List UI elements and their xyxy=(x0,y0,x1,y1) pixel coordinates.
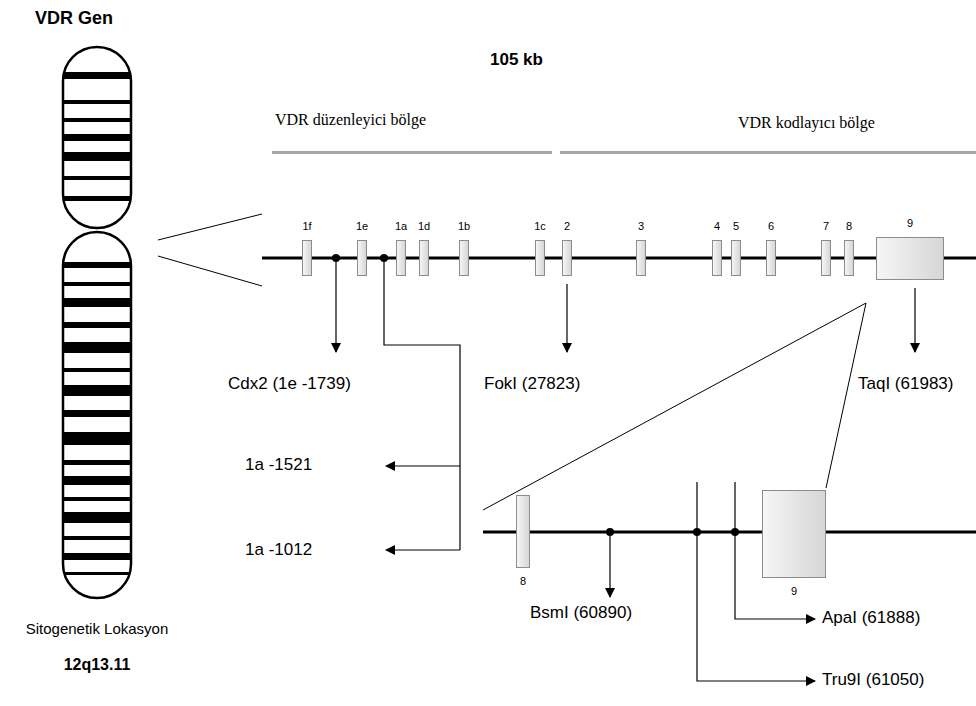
region-bar xyxy=(560,151,976,154)
leader-line xyxy=(384,262,460,550)
region-label: VDR kodlayıcı bölge xyxy=(738,113,875,132)
location-label: Sitogenetik Lokasyon xyxy=(26,620,169,638)
exon-box: 9 xyxy=(876,237,944,280)
exon-box: 1a xyxy=(396,240,406,276)
region-bar xyxy=(272,151,552,154)
exon-label: 1b xyxy=(458,220,470,232)
snp-arrow xyxy=(386,465,460,466)
exon-label: 1f xyxy=(302,220,311,232)
snp-dot xyxy=(332,254,340,262)
exon-box: 6 xyxy=(766,240,776,276)
snp-dot xyxy=(606,528,614,536)
exon-label: 2 xyxy=(564,220,570,232)
exon-label: 6 xyxy=(768,220,774,232)
diagram-title: VDR Gen xyxy=(35,8,113,30)
snp-arrow xyxy=(566,284,567,352)
snp-label: 1a -1521 xyxy=(245,455,312,475)
exon-box: 2 xyxy=(562,240,572,276)
snp-label: BsmI (60890) xyxy=(530,603,632,623)
exon-label: 1e xyxy=(356,220,368,232)
location-label: 12q13.11 xyxy=(64,655,131,674)
exon-box: 1c xyxy=(535,240,545,276)
snp-arrow xyxy=(386,549,460,550)
snp-arrow xyxy=(335,262,336,352)
exon-box: 8 xyxy=(844,240,854,276)
snp-label: ApaI (61888) xyxy=(822,608,920,628)
scale-label: 105 kb xyxy=(490,50,543,70)
snp-arrow xyxy=(914,288,915,352)
snp-label: FokI (27823) xyxy=(484,374,580,394)
chromosome-ideogram xyxy=(63,47,131,598)
exon-box: 5 xyxy=(731,240,741,276)
snp-label: TaqI (61983) xyxy=(858,374,953,394)
exon-box: 1b xyxy=(459,240,469,276)
snp-label: 1a -1012 xyxy=(245,540,312,560)
exon-box: 9 xyxy=(762,490,826,578)
exon-label: 8 xyxy=(520,575,526,587)
zoom-line xyxy=(158,214,262,240)
exon-label: 5 xyxy=(733,220,739,232)
zoom-line xyxy=(826,303,866,488)
exon-label: 1c xyxy=(534,220,546,232)
exon-label: 3 xyxy=(638,220,644,232)
gene-line xyxy=(262,257,976,260)
exon-label: 1d xyxy=(418,220,430,232)
snp-dot xyxy=(380,254,388,262)
exon-label: 4 xyxy=(714,220,720,232)
zoom-line xyxy=(158,256,262,286)
snp-label: Tru9I (61050) xyxy=(822,670,924,690)
exon-label: 1a xyxy=(395,220,407,232)
zoom-line xyxy=(483,303,866,510)
exon-box: 8 xyxy=(516,495,530,568)
exon-label: 8 xyxy=(846,220,852,232)
exon-label: 9 xyxy=(907,217,913,229)
exon-box: 1d xyxy=(419,240,429,276)
exon-label: 7 xyxy=(823,220,829,232)
snp-label: Cdx2 (1e -1739) xyxy=(228,374,351,394)
region-label: VDR düzenleyici bölge xyxy=(275,110,426,129)
exon-label: 9 xyxy=(791,585,797,597)
exon-box: 7 xyxy=(821,240,831,276)
snp-arrow xyxy=(609,536,610,597)
gene-line xyxy=(483,531,976,534)
exon-box: 4 xyxy=(712,240,722,276)
exon-box: 1e xyxy=(357,240,367,276)
exon-box: 3 xyxy=(636,240,646,276)
exon-box: 1f xyxy=(302,240,312,276)
